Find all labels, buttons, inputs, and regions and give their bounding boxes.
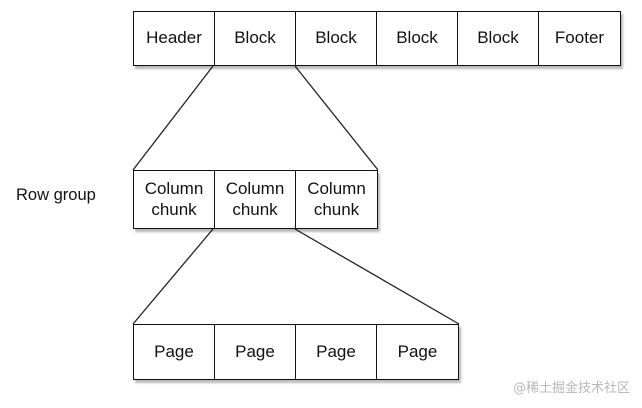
page-cell: Page [296,325,377,379]
row-group-row: Column chunk Column chunk Column chunk [133,170,378,229]
connector-block-to-rowgroup-left [132,65,214,171]
file-structure-row: Header Block Block Block Block Footer [133,11,621,66]
connector-chunk-to-pages-left [132,228,214,325]
column-chunk-cell: Column chunk [215,171,296,228]
block-cell: Block [215,12,296,65]
watermark-text: @稀土掘金技术社区 [512,381,630,396]
page-cell: Page [134,325,215,379]
page-cell: Page [215,325,296,379]
header-cell: Header [134,12,215,65]
connector-chunk-to-pages-right [294,228,460,325]
block-cell: Block [296,12,377,65]
block-cell: Block [377,12,458,65]
footer-cell: Footer [554,28,605,48]
column-chunk-cell: Column chunk [307,178,366,219]
row-group-label: Row group [16,186,96,204]
connector-block-to-rowgroup-right [294,65,379,171]
page-cell: Page [397,341,438,361]
pages-row: Page Page Page Page [133,324,459,380]
column-chunk-cell: Column chunk [134,171,215,228]
block-cell: Block [458,12,539,65]
